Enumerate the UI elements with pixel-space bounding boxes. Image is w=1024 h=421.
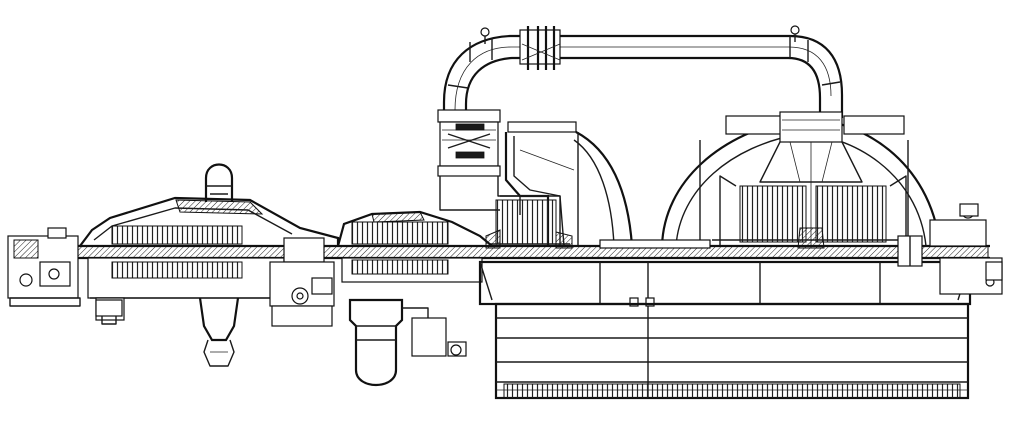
rear-bearing-pedestal xyxy=(929,203,1003,295)
lifting-lugs xyxy=(480,25,800,44)
front-bearing-pedestal xyxy=(7,227,81,307)
ip-blade-rows xyxy=(485,199,573,249)
hp-casing xyxy=(79,196,340,321)
hp-small-outlet xyxy=(95,299,123,325)
condenser-body xyxy=(494,302,970,400)
intermediate-bearing xyxy=(269,237,335,327)
pipe-flange-valve xyxy=(437,109,521,215)
ip-bottom-box xyxy=(411,317,467,357)
hp-bottom-outlet xyxy=(198,297,240,367)
hp-top-dome xyxy=(204,163,234,202)
condenser-frame xyxy=(478,260,972,398)
lp-blade-rows xyxy=(712,175,916,249)
lp-exhaust-hood xyxy=(660,111,942,247)
ip-bottom-outlet xyxy=(348,298,429,386)
coupling-flange xyxy=(897,235,923,267)
expansion-joint xyxy=(519,26,561,70)
crossover-pipe xyxy=(442,34,844,150)
